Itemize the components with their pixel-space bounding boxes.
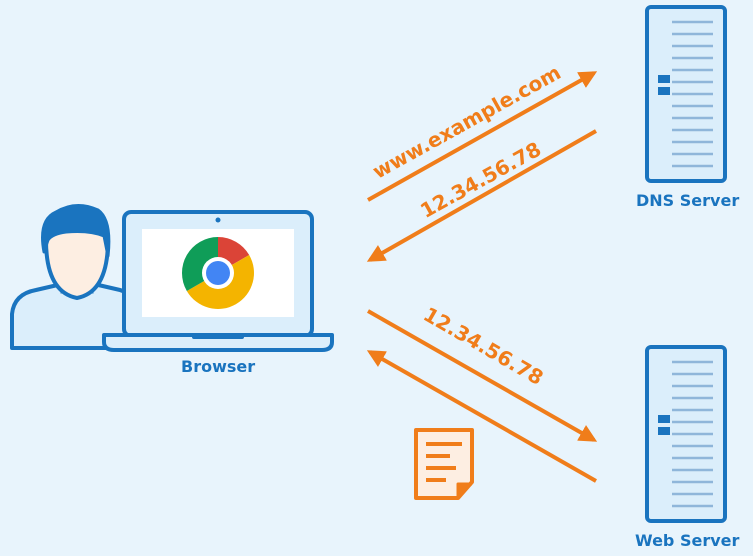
chrome-icon (181, 236, 254, 309)
document-icon (414, 428, 474, 500)
web-server-icon (645, 345, 727, 523)
dns-server-icon (645, 5, 727, 183)
user-icon (10, 204, 132, 350)
browser-label: Browser (181, 357, 256, 376)
web-server-label: Web Server (635, 531, 740, 550)
web-response-arrow (366, 350, 597, 483)
dns-query-arrow (367, 71, 598, 202)
dns-response-arrow (366, 129, 597, 262)
dns-server-label: DNS Server (636, 191, 740, 210)
web-request-arrow (367, 309, 598, 442)
